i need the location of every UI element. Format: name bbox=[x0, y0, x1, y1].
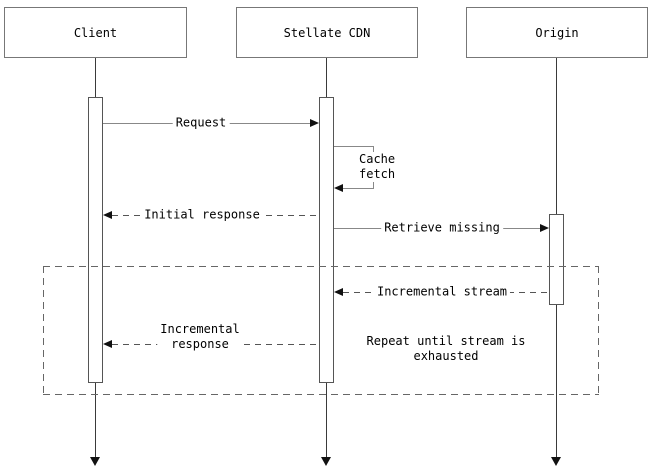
arrowhead-incremental-response-icon bbox=[103, 340, 112, 348]
loop-frame-top-edge bbox=[43, 266, 599, 267]
message-label-retrieve-missing: Retrieve missing bbox=[381, 220, 503, 236]
loop-note-text: Repeat until stream is exhausted bbox=[366, 334, 526, 363]
activation-bar-stellate-cdn bbox=[319, 97, 334, 383]
actor-label-stellate-cdn: Stellate CDN bbox=[283, 25, 371, 40]
actor-label-origin: Origin bbox=[535, 25, 579, 40]
arrowhead-initial-response-icon bbox=[103, 211, 112, 219]
message-label-request: Request bbox=[172, 115, 230, 131]
message-label-incremental-response: Incremental response bbox=[157, 322, 243, 352]
lifeline-end-arrow-origin-icon bbox=[551, 457, 561, 466]
loop-frame bbox=[43, 266, 599, 395]
arrowhead-cache-fetch-icon bbox=[334, 184, 343, 192]
selfloop-top-line-cache-fetch bbox=[334, 146, 374, 147]
lifeline-end-arrow-client-icon bbox=[90, 457, 100, 466]
selfloop-bottom-line-cache-fetch bbox=[343, 188, 374, 189]
actor-box-origin: Origin bbox=[466, 7, 648, 58]
actor-box-client: Client bbox=[4, 7, 187, 58]
activation-bar-client bbox=[88, 97, 103, 383]
arrowhead-retrieve-missing-icon bbox=[540, 224, 549, 232]
actor-box-stellate-cdn: Stellate CDN bbox=[236, 7, 418, 58]
message-label-initial-response: Initial response bbox=[141, 207, 263, 223]
lifeline-end-arrow-stellate-cdn-icon bbox=[321, 457, 331, 466]
message-label-cache-fetch: Cache fetch bbox=[357, 152, 398, 182]
actor-label-client: Client bbox=[73, 25, 118, 40]
loop-frame-right-edge bbox=[598, 266, 599, 395]
loop-frame-bottom-edge bbox=[43, 394, 599, 395]
activation-bar-origin bbox=[549, 214, 564, 305]
message-label-incremental-stream: Incremental stream bbox=[373, 284, 511, 300]
arrowhead-request-icon bbox=[310, 119, 319, 127]
arrowhead-incremental-stream-icon bbox=[334, 288, 343, 296]
loop-frame-left-edge bbox=[43, 266, 44, 395]
